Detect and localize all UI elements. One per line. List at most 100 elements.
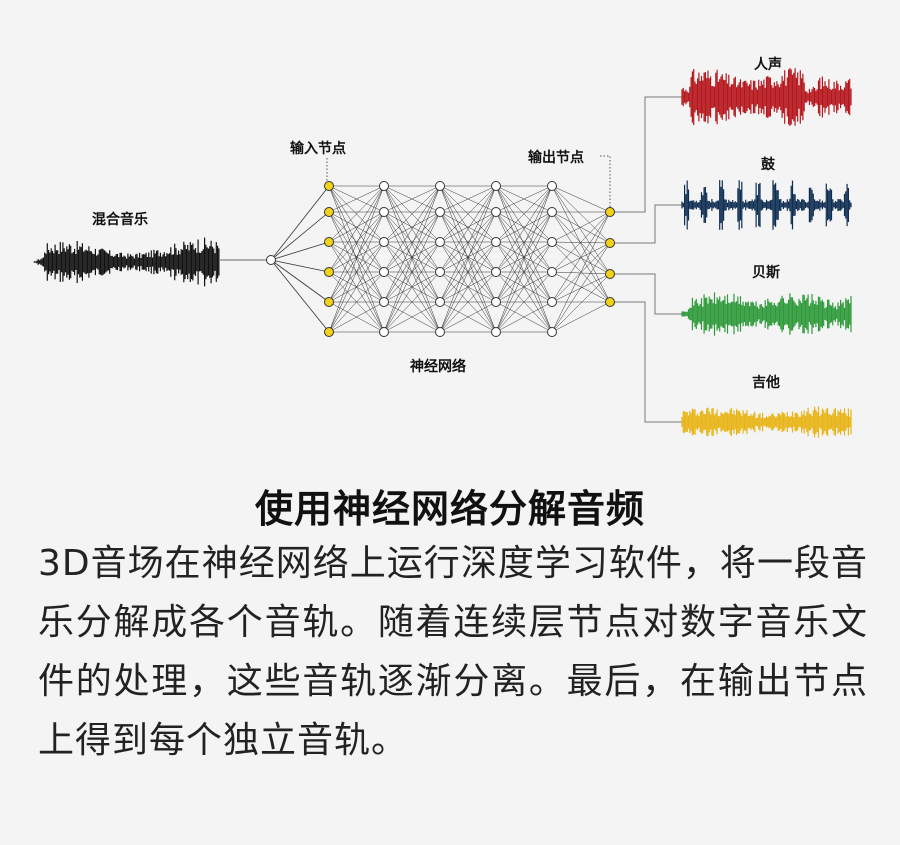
output-connector-line	[610, 301, 683, 423]
connection-line	[383, 211, 441, 303]
connection-line	[495, 185, 553, 243]
connection-line	[551, 241, 611, 244]
connection-line	[439, 211, 497, 273]
output-node	[605, 297, 615, 307]
mixed-waveform-path	[33, 237, 220, 287]
connection-line	[383, 211, 441, 243]
connection-line	[328, 185, 385, 303]
input-node	[324, 181, 334, 191]
connection-line	[551, 211, 611, 303]
connection-line	[439, 271, 497, 333]
hidden-node	[491, 207, 501, 217]
connection-line	[495, 271, 553, 333]
output-label-leader	[600, 155, 611, 207]
output-connector-line	[610, 96, 683, 213]
connection-line	[270, 259, 330, 303]
connection-line	[551, 242, 611, 273]
connection-line	[383, 211, 441, 273]
vocals-waveform-path	[681, 68, 852, 126]
caption-body: 3D音场在神经网络上运行深度学习软件，将一段音乐分解成各个音轨。随着连续层节点对…	[38, 543, 868, 761]
connection-line	[551, 185, 611, 303]
hidden-node	[547, 267, 557, 277]
connection-line	[383, 185, 441, 333]
output-connector-line	[610, 273, 683, 315]
track-label-drums: 鼓	[761, 156, 776, 173]
connection-line	[551, 271, 611, 303]
track-label-bass: 贝斯	[752, 264, 780, 281]
connection-line	[495, 185, 553, 213]
connection-line	[383, 241, 441, 333]
connection-line	[270, 259, 330, 273]
guitar-waveform-path	[681, 406, 852, 438]
connection-line	[551, 185, 611, 244]
connection-line	[328, 211, 385, 303]
hidden-node	[379, 237, 389, 247]
connection-line	[551, 211, 611, 275]
connection-line	[439, 301, 497, 333]
hidden-node	[491, 181, 501, 191]
track-waveforms	[681, 68, 852, 438]
hidden-node	[379, 327, 389, 337]
connection-line	[383, 211, 441, 333]
connection-line	[383, 185, 441, 303]
hidden-node	[435, 207, 445, 217]
hidden-node	[491, 297, 501, 307]
connection-line	[383, 185, 441, 273]
hidden-node	[379, 207, 389, 217]
hidden-node	[435, 237, 445, 247]
hidden-node	[435, 327, 445, 337]
connection-line	[495, 185, 553, 273]
connection-line	[328, 185, 385, 243]
connection-line	[439, 185, 497, 303]
connection-line	[495, 185, 553, 333]
output-node	[605, 238, 615, 248]
hidden-node	[435, 181, 445, 191]
track-label-vocals: 人声	[754, 56, 782, 73]
connection-line	[439, 211, 497, 243]
hidden-node	[491, 327, 501, 337]
connection-line	[439, 185, 497, 213]
connection-line	[495, 185, 553, 303]
connection-line	[383, 301, 441, 333]
connection-line	[439, 185, 497, 273]
drums-waveform-path	[681, 180, 852, 230]
connection-line	[328, 301, 385, 333]
hidden-node	[491, 267, 501, 277]
connection-line	[551, 301, 611, 333]
connection-line	[328, 271, 385, 333]
connection-line	[551, 273, 611, 303]
input-node	[324, 297, 334, 307]
connection-line	[328, 185, 385, 333]
connection-line	[551, 185, 611, 275]
input-node	[324, 237, 334, 247]
hidden-node	[547, 297, 557, 307]
connection-line	[328, 185, 385, 273]
hidden-node	[547, 207, 557, 217]
connection-line	[551, 211, 611, 243]
hidden-node	[547, 327, 557, 337]
connection-line	[551, 211, 611, 333]
hidden-node	[547, 181, 557, 191]
connection-line	[439, 185, 497, 333]
network-connections	[220, 96, 683, 423]
connection-line	[439, 211, 497, 303]
connection-line	[328, 211, 385, 273]
connection-line	[383, 271, 441, 333]
hidden-node	[379, 267, 389, 277]
connection-line	[551, 241, 611, 275]
connection-line	[270, 185, 330, 261]
audio-separation-diagram: 混合音乐 输入节点 输出节点 神经网络 人声 鼓 贝斯 吉他	[33, 56, 852, 438]
connection-line	[328, 211, 385, 333]
connection-line	[551, 242, 611, 333]
source-node	[266, 255, 276, 265]
connection-line	[383, 185, 441, 213]
neural-network-label: 神经网络	[410, 358, 466, 375]
hidden-node	[435, 297, 445, 307]
connection-line	[551, 271, 611, 275]
connection-line	[439, 211, 497, 333]
connection-line	[495, 211, 553, 303]
mixed-music-label: 混合音乐	[92, 211, 148, 228]
connection-line	[551, 211, 611, 273]
connection-line	[495, 211, 553, 273]
caption-title: 使用神经网络分解音频	[254, 487, 645, 531]
